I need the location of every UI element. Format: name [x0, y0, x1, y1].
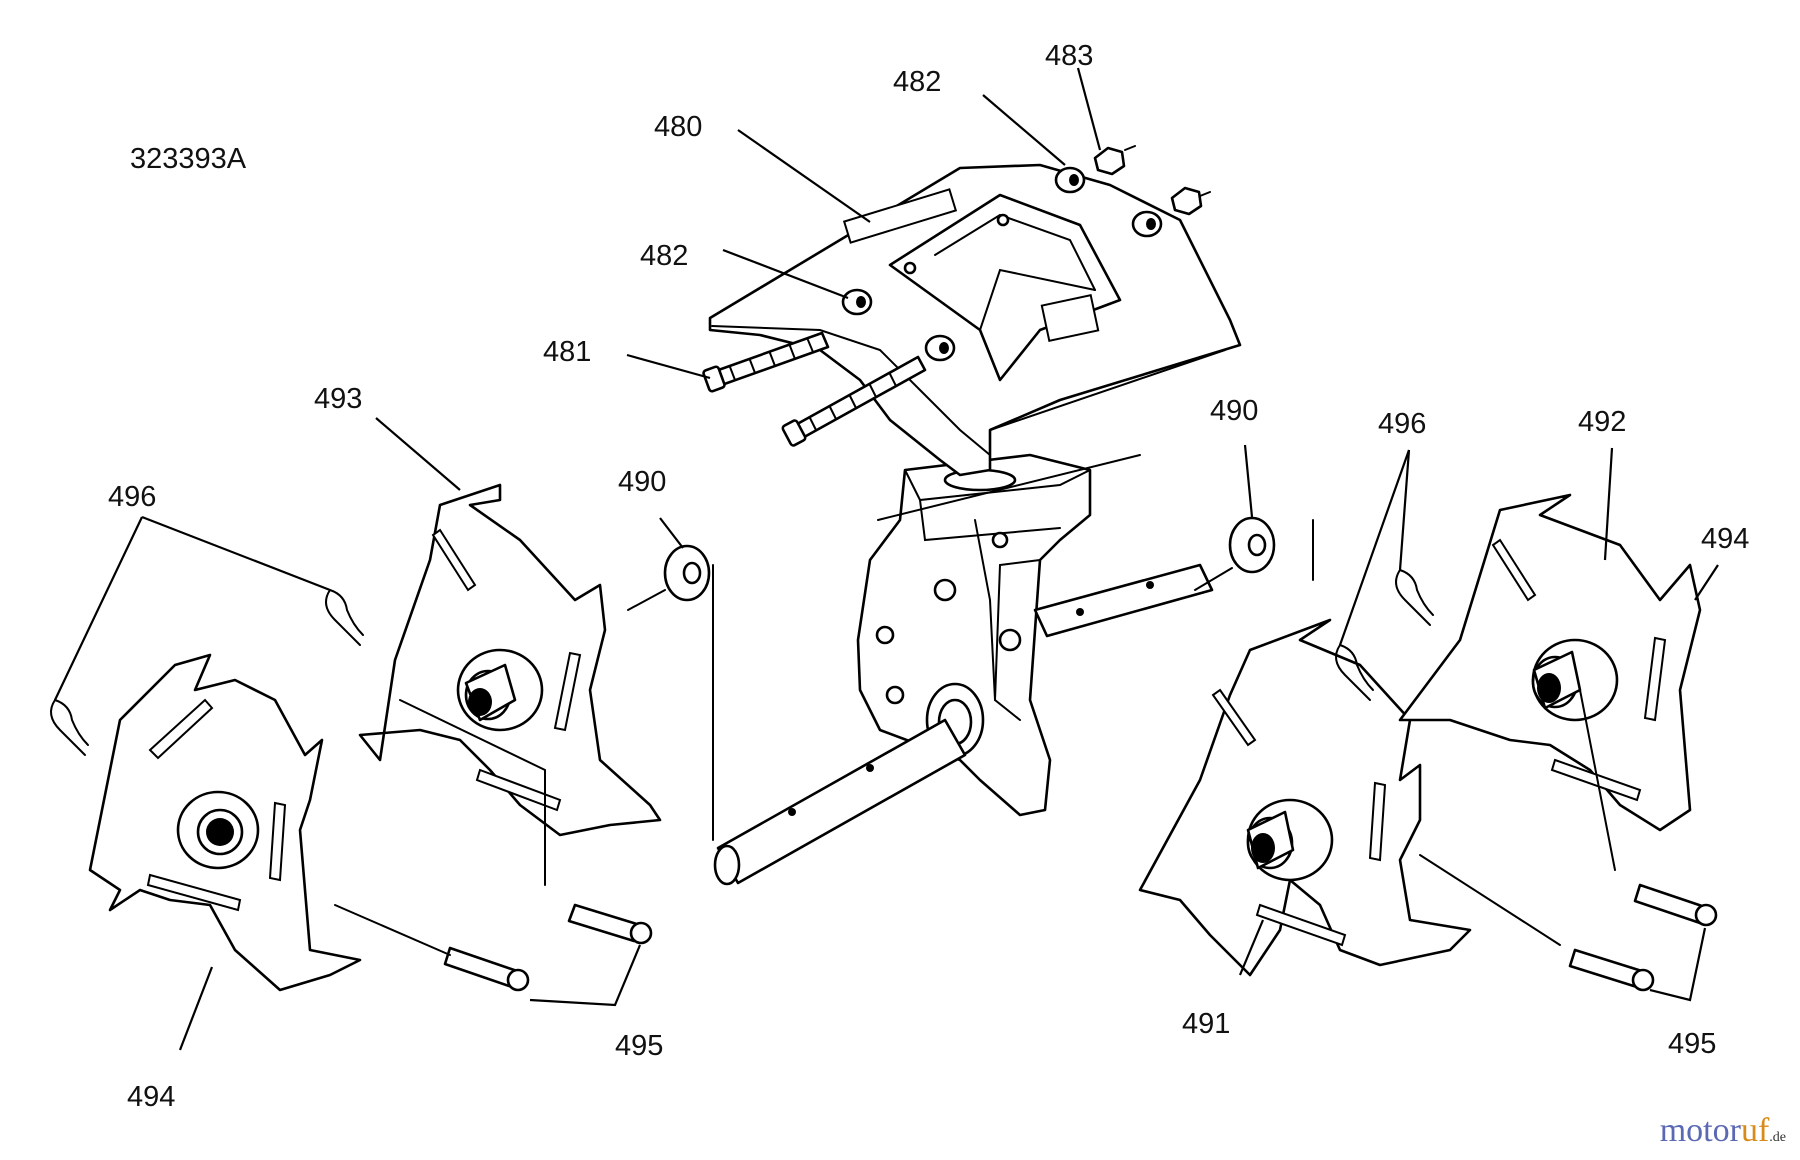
label-496-right: 496: [1378, 408, 1427, 440]
tine-cover: [708, 163, 1242, 477]
label-496-left: 496: [108, 481, 157, 513]
hairpins: [50, 569, 1434, 756]
label-482-top: 482: [893, 66, 942, 98]
washer-left: [627, 544, 714, 841]
label-494-left: 494: [127, 1081, 176, 1113]
tine-shaft: [713, 454, 1214, 886]
clevis-pins: [443, 883, 1718, 992]
tine-outer-left: [88, 653, 362, 992]
label-491: 491: [1182, 1008, 1231, 1040]
leader-lines: [54, 67, 1719, 1051]
watermark-logo: motoruf.de: [1660, 1112, 1786, 1150]
label-490-left: 490: [618, 466, 667, 498]
cover-bolts: [702, 331, 927, 447]
label-495-left: 495: [615, 1030, 664, 1062]
spacers-and-nuts: [841, 145, 1211, 362]
label-494-right: 494: [1701, 523, 1750, 555]
watermark-blue: motor: [1659, 1112, 1741, 1149]
tine-outer-right: [1398, 493, 1702, 832]
label-495-right: 495: [1668, 1028, 1717, 1060]
label-483: 483: [1045, 40, 1094, 72]
gearbox-housing: [856, 453, 1092, 817]
watermark-orange: uf: [1740, 1112, 1770, 1149]
label-481: 481: [543, 336, 592, 368]
label-480: 480: [654, 111, 703, 143]
label-492: 492: [1578, 406, 1627, 438]
watermark-suffix: .de: [1769, 1130, 1786, 1145]
washer-right: [1194, 516, 1314, 591]
tine-inner-left: [358, 483, 662, 837]
label-490-right: 490: [1210, 395, 1259, 427]
tine-inner-right: [1138, 618, 1472, 977]
label-482-mid: 482: [640, 240, 689, 272]
label-493: 493: [314, 383, 363, 415]
drawing-number: 323393A: [130, 143, 247, 175]
